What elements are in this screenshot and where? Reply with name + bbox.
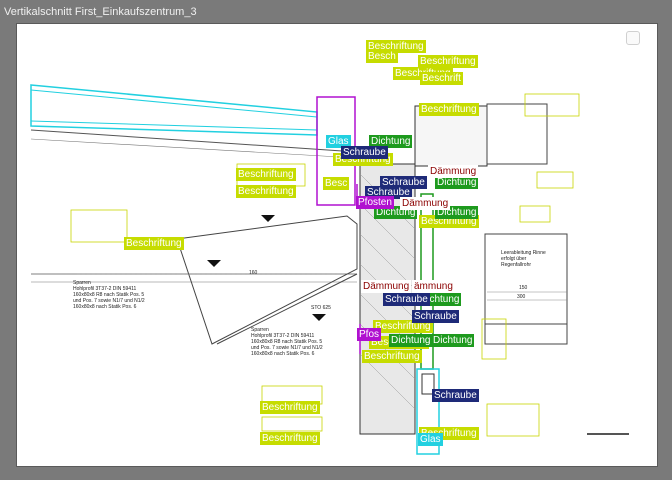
label-dichtung[interactable]: Dichtung	[389, 334, 433, 347]
label-beschriftung[interactable]: Beschriftung	[419, 103, 479, 116]
section-marker	[261, 215, 275, 222]
label-schraube[interactable]: Schraube	[365, 186, 412, 199]
glass-pane	[30, 84, 318, 136]
label-beschriftung[interactable]: Beschriftung	[366, 40, 426, 53]
label-daemmung[interactable]: Dämmung	[361, 280, 412, 293]
gutter-box	[484, 233, 568, 325]
label-dichtung[interactable]: Dichtung	[435, 176, 479, 189]
label-schraube[interactable]: Schraube	[380, 176, 427, 189]
label-daemmung[interactable]: ämmung	[412, 280, 455, 293]
dimension-label: 150	[519, 285, 528, 291]
label-dichtung[interactable]: Dichtung	[369, 135, 413, 148]
label-beschriftung[interactable]: Beschriftung	[260, 401, 320, 414]
glass-pane-line	[30, 89, 318, 118]
label-beschriftung[interactable]: Beschriftung	[124, 237, 184, 250]
glass-pane-line	[30, 120, 318, 131]
label-daemmung[interactable]: Dämmung	[400, 197, 451, 210]
label-beschriftung[interactable]: Beschriftung	[362, 350, 422, 363]
drawing-sheet: Sparren Hohlprofil 3T37-2 DIN 59411 160x…	[16, 23, 658, 467]
label-beschriftung[interactable]: Beschriftung	[236, 185, 296, 198]
rafter-line	[30, 129, 358, 153]
label-glas[interactable]: Glas	[418, 433, 443, 446]
dimension-label: 300	[517, 294, 526, 300]
label-schraube[interactable]: Schraube	[412, 310, 459, 323]
label-glas[interactable]: Glas	[326, 135, 351, 148]
bottom-glass	[416, 368, 440, 455]
dimension-label: STO 625	[311, 305, 331, 311]
annotation-sparren-lower: Sparren Hohlprofil 3T37-2 DIN 59411 160x…	[251, 327, 323, 357]
label-schraube[interactable]: Schraube	[383, 293, 430, 306]
label-pfosten[interactable]: Pfos	[357, 328, 382, 341]
cad-section-drawing	[30, 84, 629, 455]
label-beschriftung[interactable]: Beschriftung	[260, 432, 320, 445]
beam-outline	[176, 215, 358, 345]
label-schraube[interactable]: Schraube	[432, 389, 479, 402]
section-marker	[312, 314, 326, 321]
section-marker	[207, 260, 221, 267]
window-title: Vertikalschnitt First_Einkaufszentrum_3	[4, 6, 197, 18]
label-daemmung[interactable]: Dämmung	[428, 165, 479, 178]
label-beschriftung[interactable]: Beschriftung	[418, 55, 478, 68]
label-beschriftung[interactable]: Beschriftung	[373, 320, 433, 333]
close-icon[interactable]	[626, 31, 640, 45]
annotation-sparren-upper: Sparren Hohlprofil 3T37-2 DIN 59411 160x…	[73, 280, 145, 310]
label-beschriftung[interactable]: Beschrift	[420, 72, 463, 85]
rafter-line	[30, 138, 358, 159]
annotation-rinne: Leerableitung Rinne erfolgt über Regenfa…	[501, 250, 546, 268]
label-dichtung[interactable]: Dichtung	[431, 334, 475, 347]
dimension-label: 160	[249, 270, 258, 276]
label-pfosten[interactable]: Pfosten	[356, 196, 394, 209]
beam-edge	[216, 273, 358, 345]
label-schraube[interactable]: Schraube	[341, 146, 388, 159]
label-beschriftung[interactable]: Besch	[366, 50, 398, 63]
label-beschriftung[interactable]: Besc	[323, 177, 350, 190]
label-beschriftung[interactable]: Beschriftung	[236, 168, 296, 181]
